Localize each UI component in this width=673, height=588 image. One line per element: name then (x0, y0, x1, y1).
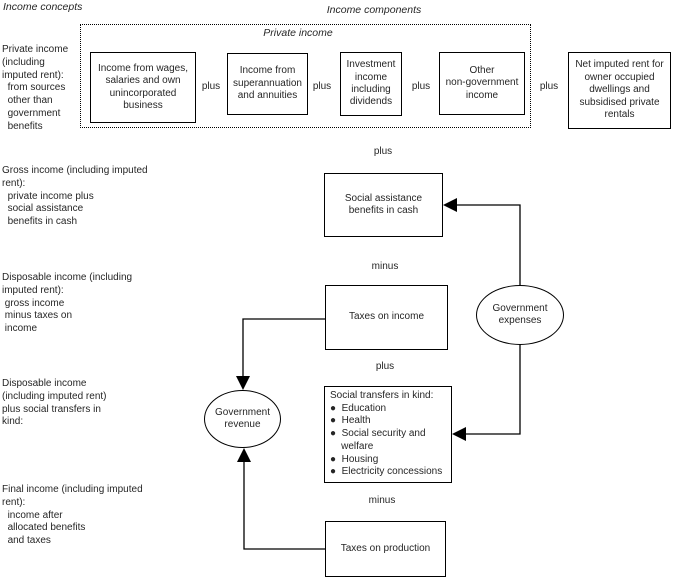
box-net-imputed-rent-label: Net imputed rent for owner occupied dwel… (575, 59, 664, 121)
operator-minus-taxes-income: minus (371, 261, 399, 272)
ellipse-government-expenses-label: Government expenses (492, 302, 548, 326)
private-income-container (80, 24, 531, 128)
box-social-transfers: Social transfers in kind: ● Education ● … (324, 386, 452, 483)
line-taxes-income-to-revenue (242, 318, 325, 377)
box-income-wages: Income from wages, salaries and own unin… (90, 52, 196, 123)
box-taxes-on-production-label: Taxes on production (340, 542, 431, 554)
box-investment-income-label: Investment income including dividends (346, 59, 396, 108)
line-expenses-to-social-transfers (465, 345, 521, 435)
concept-private-income: Private income (including imputed rent):… (2, 44, 69, 132)
operator-minus-taxes-production: minus (368, 495, 396, 506)
concept-disposable-income: Disposable income (including imputed ren… (2, 272, 133, 335)
ellipse-government-expenses: Government expenses (476, 285, 564, 345)
box-taxes-on-income-label: Taxes on income (348, 311, 425, 323)
box-income-wages-label: Income from wages, salaries and own unin… (97, 62, 189, 111)
box-other-income-label: Other non-government income (445, 64, 519, 101)
box-income-superannuation: Income from superannuation and annuities (227, 53, 308, 115)
operator-plus-3: plus (411, 81, 431, 92)
box-social-assistance-label: Social assistance benefits in cash (344, 192, 423, 216)
operator-plus-4: plus (539, 81, 559, 92)
private-income-container-label: Private income (263, 27, 333, 39)
concept-gross-income: Gross income (including imputed rent): p… (2, 165, 148, 228)
operator-plus-social-transfers: plus (375, 361, 395, 372)
box-taxes-on-production: Taxes on production (325, 521, 446, 577)
arrowhead-to-social-assistance (443, 198, 457, 212)
heading-income-components: Income components (326, 4, 422, 16)
operator-plus-social-assistance: plus (373, 146, 393, 157)
concept-disposable-income-transfers: Disposable income (including imputed ren… (2, 378, 107, 428)
operator-plus-1: plus (201, 81, 221, 92)
box-net-imputed-rent: Net imputed rent for owner occupied dwel… (568, 52, 671, 129)
box-income-superannuation-label: Income from superannuation and annuities (233, 65, 302, 102)
ellipse-government-revenue: Government revenue (204, 390, 281, 448)
box-other-income: Other non-government income (439, 52, 525, 115)
box-investment-income: Investment income including dividends (340, 52, 402, 116)
arrowhead-to-social-transfers (452, 427, 466, 441)
concept-final-income: Final income (including imputed rent): i… (2, 484, 143, 547)
heading-income-concepts: Income concepts (3, 1, 83, 13)
line-taxes-production-to-revenue (243, 462, 325, 550)
operator-plus-2: plus (312, 81, 332, 92)
line-expenses-to-social-assistance (456, 204, 521, 285)
ellipse-government-revenue-label: Government revenue (214, 406, 271, 430)
arrowhead-to-revenue-top (236, 376, 250, 390)
box-social-transfers-label: Social transfers in kind: ● Education ● … (330, 390, 443, 478)
box-social-assistance: Social assistance benefits in cash (324, 173, 443, 237)
arrowhead-to-revenue-bottom (237, 448, 251, 462)
box-taxes-on-income: Taxes on income (325, 285, 448, 350)
